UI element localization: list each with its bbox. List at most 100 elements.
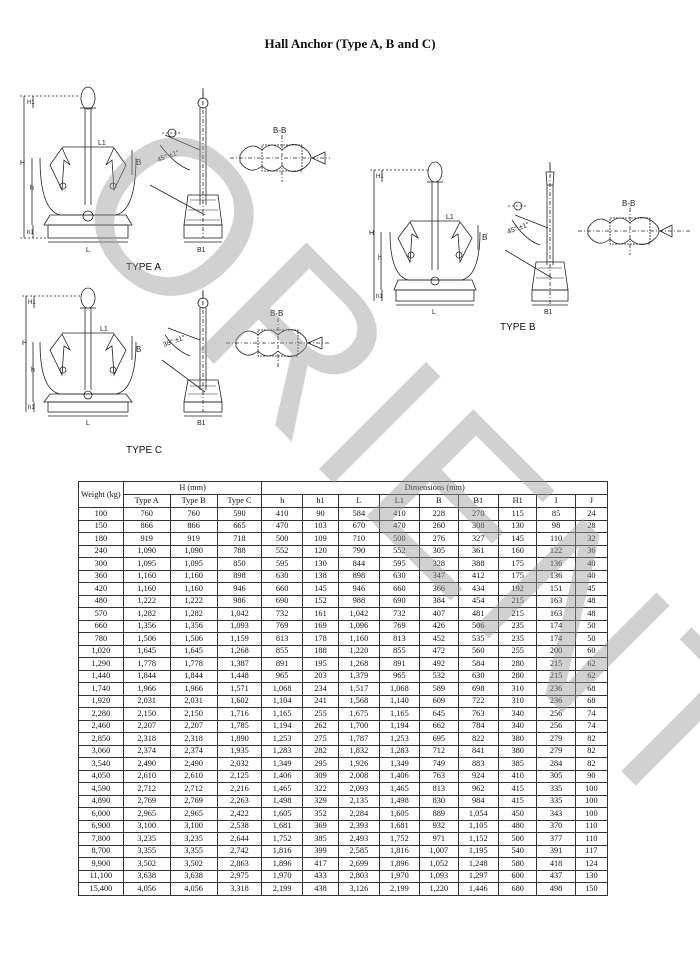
table-cell: 1,816 bbox=[261, 844, 303, 858]
table-cell: 1,935 bbox=[216, 744, 263, 758]
table-cell: 2,863 bbox=[216, 857, 263, 871]
table-cell: 175 bbox=[498, 557, 538, 571]
table-cell: 417 bbox=[301, 857, 340, 871]
type-a-dim-h: h bbox=[30, 185, 34, 192]
table-cell: 1,268 bbox=[216, 644, 263, 658]
table-cell: 660 bbox=[78, 619, 124, 633]
table-cell: 295 bbox=[301, 757, 340, 771]
table-cell: 3,126 bbox=[338, 882, 380, 896]
table-cell: 2,199 bbox=[378, 882, 421, 896]
table-cell: 891 bbox=[378, 657, 421, 671]
table-cell: 1,160 bbox=[122, 569, 171, 583]
table-cell: 180 bbox=[78, 532, 124, 546]
table-cell: 1,160 bbox=[122, 582, 171, 596]
table-cell: 763 bbox=[419, 769, 459, 783]
table-cell: 3,502 bbox=[122, 857, 171, 871]
table-cell: 898 bbox=[338, 569, 380, 583]
table-cell: 415 bbox=[498, 794, 538, 808]
type-b-dim-h1: h1 bbox=[376, 294, 383, 300]
table-cell: 347 bbox=[419, 569, 459, 583]
table-cell: 169 bbox=[301, 619, 340, 633]
table-cell: 480 bbox=[498, 819, 538, 833]
table-cell: 1,020 bbox=[78, 644, 124, 658]
table-cell: 1,966 bbox=[169, 682, 218, 696]
table-cell: 2,150 bbox=[169, 707, 218, 721]
table-cell: 690 bbox=[261, 594, 303, 608]
table-cell: 82 bbox=[574, 732, 609, 746]
table-cell: 328 bbox=[419, 557, 459, 571]
table-cell: 228 bbox=[419, 507, 459, 521]
table-cell: 122 bbox=[536, 544, 576, 558]
table-cell: 1,787 bbox=[338, 732, 380, 746]
type-b-side-view bbox=[504, 162, 569, 306]
table-cell: 410 bbox=[378, 507, 421, 521]
table-cell: 74 bbox=[574, 719, 609, 733]
table-cell: 1,517 bbox=[338, 682, 380, 696]
table-cell: 256 bbox=[536, 719, 576, 733]
table-cell: 1,104 bbox=[261, 694, 303, 708]
table-cell: 2,318 bbox=[169, 732, 218, 746]
table-cell: 1,282 bbox=[169, 607, 218, 621]
table-cell: 1,506 bbox=[169, 632, 218, 646]
table-cell: 255 bbox=[301, 707, 340, 721]
header-J: J bbox=[574, 494, 609, 508]
table-cell: 790 bbox=[338, 544, 380, 558]
type-b-dim-h: h bbox=[378, 255, 382, 262]
table-cell: 2,538 bbox=[216, 819, 263, 833]
table-cell: 2,393 bbox=[338, 819, 380, 833]
table-cell: 722 bbox=[457, 694, 500, 708]
table-cell: 235 bbox=[498, 632, 538, 646]
table-cell: 1,349 bbox=[261, 757, 303, 771]
table-cell: 946 bbox=[338, 582, 380, 596]
table-cell: 343 bbox=[536, 807, 576, 821]
table-cell: 1,042 bbox=[338, 607, 380, 621]
table-cell: 1,675 bbox=[338, 707, 380, 721]
table-cell: 1,970 bbox=[378, 869, 421, 883]
table-cell: 215 bbox=[498, 594, 538, 608]
table-cell: 3,638 bbox=[169, 869, 218, 883]
table-cell: 1,926 bbox=[338, 757, 380, 771]
table-cell: 1,052 bbox=[419, 857, 459, 871]
header-type-a: Type A bbox=[122, 494, 171, 508]
table-cell: 1,096 bbox=[338, 619, 380, 633]
type-c-dim-h: h bbox=[31, 367, 35, 374]
table-cell: 665 bbox=[216, 519, 263, 533]
table-cell: 698 bbox=[457, 682, 500, 696]
table-cell: 1,042 bbox=[216, 607, 263, 621]
table-cell: 670 bbox=[338, 519, 380, 533]
table-cell: 749 bbox=[419, 757, 459, 771]
table-cell: 3,060 bbox=[78, 744, 124, 758]
table-cell: 580 bbox=[498, 857, 538, 871]
header-H1: H1 bbox=[498, 494, 538, 508]
table-cell: 2,374 bbox=[122, 744, 171, 758]
table-cell: 472 bbox=[419, 644, 459, 658]
table-cell: 1,160 bbox=[169, 569, 218, 583]
table-cell: 470 bbox=[378, 519, 421, 533]
table-cell: 329 bbox=[301, 794, 340, 808]
table-cell: 1,356 bbox=[169, 619, 218, 633]
table-cell: 236 bbox=[536, 694, 576, 708]
table-cell: 1,356 bbox=[122, 619, 171, 633]
table-cell: 500 bbox=[378, 532, 421, 546]
table-cell: 590 bbox=[216, 507, 263, 521]
table-cell: 813 bbox=[419, 782, 459, 796]
table-cell: 415 bbox=[498, 782, 538, 796]
table-cell: 1,220 bbox=[338, 644, 380, 658]
table-cell: 2,031 bbox=[122, 694, 171, 708]
table-cell: 145 bbox=[301, 582, 340, 596]
table-cell: 630 bbox=[457, 669, 500, 683]
table-cell: 40 bbox=[574, 557, 609, 571]
table-cell: 120 bbox=[301, 544, 340, 558]
table-cell: 138 bbox=[301, 569, 340, 583]
table-cell: 1,446 bbox=[457, 882, 500, 896]
table-cell: 2,610 bbox=[122, 769, 171, 783]
table-cell: 2,803 bbox=[338, 869, 380, 883]
table-cell: 124 bbox=[574, 857, 609, 871]
header-h: h bbox=[261, 494, 303, 508]
type-b-angle: 45° ±1° bbox=[506, 220, 531, 235]
